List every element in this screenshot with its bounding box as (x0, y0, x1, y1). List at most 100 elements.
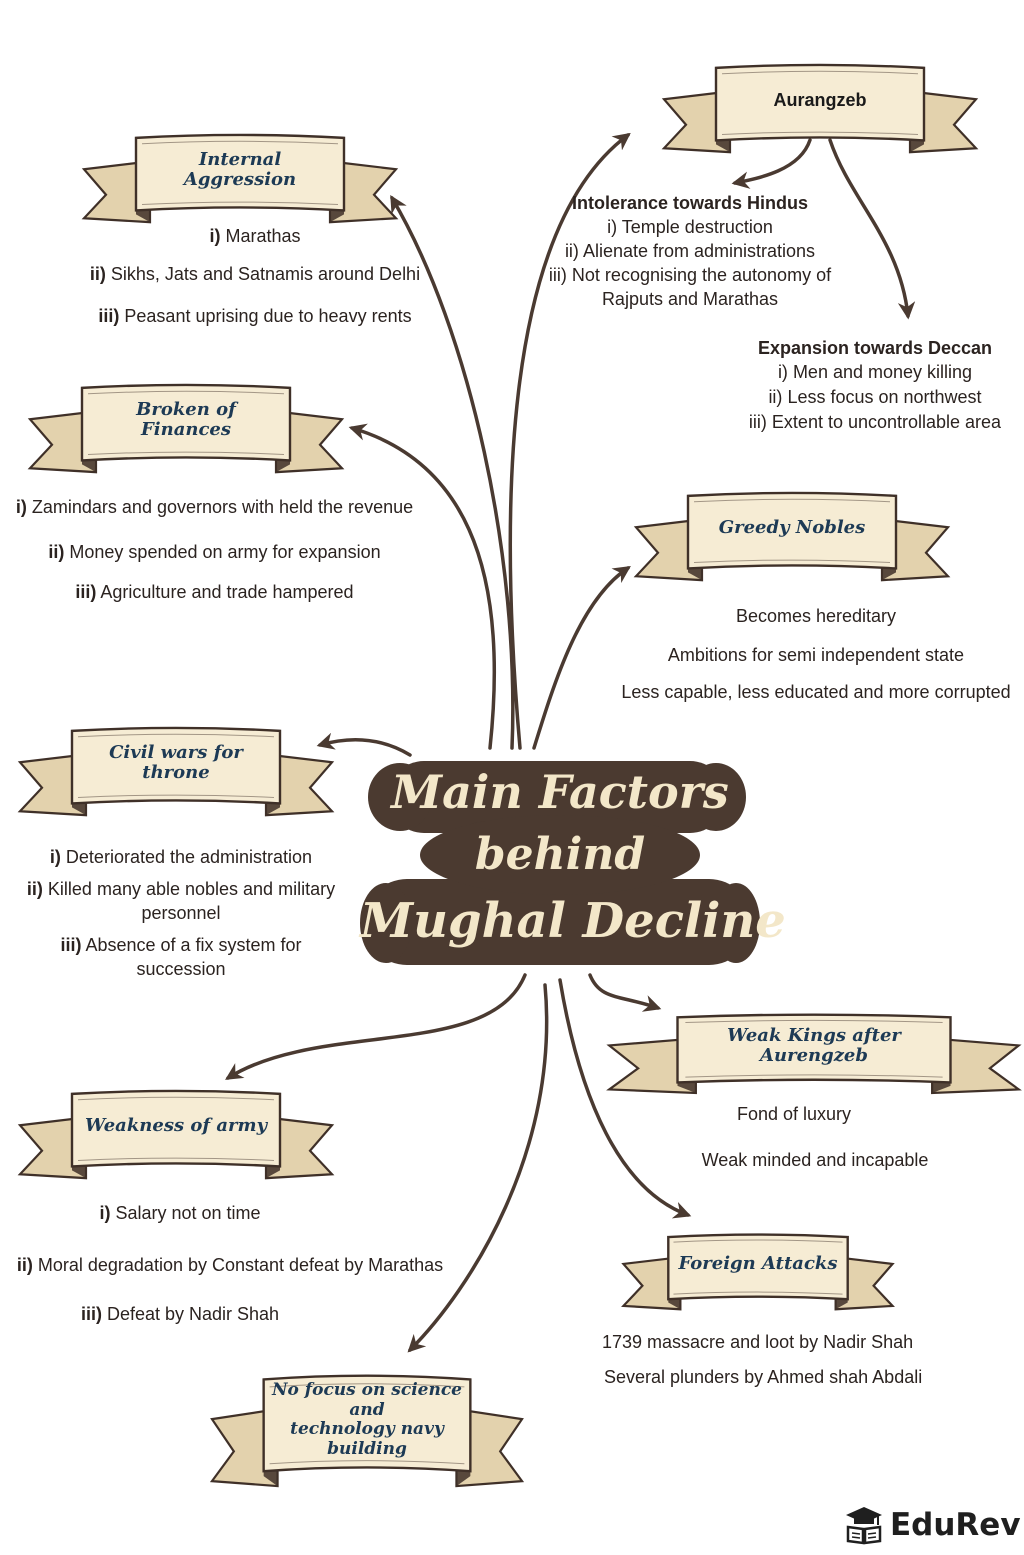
item-text: Alienate from administrations (578, 241, 816, 261)
logo-text: EduRev (890, 1507, 1021, 1543)
list-item: Becomes hereditary (735, 606, 897, 626)
center-title-line2: behind (474, 829, 646, 880)
item-number: ii) (768, 387, 783, 407)
expansion-item: iii) Extent to uncontrollable area (730, 410, 1020, 435)
banner-aurangzeb: Aurangzeb (660, 62, 980, 160)
aurangzeb-expansion-block: Expansion towards Deccan i) Men and mone… (730, 336, 1020, 435)
arrow-to-foreign-attacks (558, 978, 692, 1219)
item-number: ii) (89, 264, 106, 284)
ribbon-shape (632, 490, 952, 588)
ribbon-shape (620, 1232, 896, 1316)
item-text: Deteriorated the administration (60, 847, 313, 867)
item-number: i) (209, 226, 221, 246)
list-item: 1739 massacre and loot by Nadir Shah (602, 1332, 914, 1352)
banner-title: Broken of Finances (136, 398, 236, 441)
arrow-to-broken-finances (348, 423, 497, 750)
list-item-continuation: succession (136, 959, 226, 979)
list-item: i) Zamindars and governors with held the… (2, 495, 427, 519)
banner-weak-kings: Weak Kings after Aurengzeb (604, 1012, 1024, 1100)
list-item: iii) Defeat by Nadir Shah (0, 1302, 460, 1326)
list-item: ii) Sikhs, Jats and Satnamis around Delh… (60, 262, 450, 286)
banner-title: Weakness of army (84, 1114, 268, 1136)
item-number: i) (15, 497, 27, 517)
item-text: Peasant uprising due to heavy rents (119, 306, 412, 326)
arrow-to-weakness-army (225, 973, 527, 1080)
item-text: Moral degradation by Constant defeat by … (32, 1255, 444, 1275)
arrow-to-weak-kings (588, 973, 662, 1012)
weak-kings-list: Fond of luxury Weak minded and incapable (640, 1102, 990, 1172)
item-number: ii) (48, 542, 65, 562)
list-item: Less capable, less educated and more cor… (621, 682, 1011, 702)
item-number: i) (777, 362, 788, 382)
arrow-to-civil-wars (316, 732, 412, 757)
item-text: Money spended on army for expansion (64, 542, 381, 562)
item-number: iii) (75, 582, 97, 602)
item-number: ii) (26, 879, 43, 899)
center-title-line1: Main Factors (391, 765, 729, 819)
banner-title: Weak Kings after Aurengzeb (727, 1024, 901, 1067)
item-text: Men and money killing (787, 362, 973, 382)
arrow-to-internal-aggression (390, 194, 515, 750)
internal-aggression-list: i) Marathas ii) Sikhs, Jats and Satnamis… (60, 224, 450, 328)
banner-title-line2: technology navy building (290, 1419, 444, 1459)
item-text: Absence of a fix system for (81, 935, 302, 955)
item-number: iii) (80, 1304, 102, 1324)
civil-wars-list: i) Deteriorated the administration ii) K… (6, 845, 356, 981)
item-text: Extent to uncontrollable area (766, 412, 1002, 432)
banner-title: Foreign Attacks (678, 1253, 838, 1275)
ribbon-shape (16, 1088, 336, 1186)
ribbon-shape (604, 1012, 1024, 1100)
ribbon-shape (26, 382, 346, 480)
item-text: Zamindars and governors with held the re… (26, 497, 414, 517)
arrow-aurangzeb-to-intolerance (731, 138, 812, 189)
banner-internal-aggression: Internal Aggression (80, 132, 400, 230)
list-item-continuation: personnel (141, 903, 221, 923)
banner-science: No focus on science and technology navy … (208, 1372, 526, 1496)
item-text: Marathas (220, 226, 301, 246)
item-text: Sikhs, Jats and Satnamis around Delhi (105, 264, 421, 284)
list-item: iii) Absence of a fix system for (6, 933, 356, 957)
intolerance-continuation: Rajputs and Marathas (601, 289, 779, 309)
item-text: Salary not on time (110, 1203, 261, 1223)
intolerance-item: i) Temple destruction (520, 215, 860, 239)
ribbon-shape (208, 1372, 526, 1496)
arrow-aurangzeb-to-expansion (828, 138, 916, 320)
banner-civil-wars: Civil wars for throne (16, 725, 336, 823)
intolerance-item: iii) Not recognising the autonomy of (520, 263, 860, 287)
banner-foreign-attacks: Foreign Attacks (620, 1232, 896, 1316)
center-title-line3: Mughal Decline (360, 893, 786, 949)
item-text: Killed many able nobles and military (42, 879, 336, 899)
item-number: iii) (748, 412, 767, 432)
item-number: iii) (98, 306, 120, 326)
graduation-cap-book-icon (846, 1507, 882, 1545)
intolerance-item: ii) Alienate from administrations (520, 239, 860, 263)
intolerance-heading: Intolerance towards Hindus (571, 193, 809, 213)
list-item: Fond of luxury (737, 1104, 852, 1124)
item-number: ii) (564, 241, 579, 261)
item-text: Temple destruction (617, 217, 773, 237)
foreign-attacks-list: 1739 massacre and loot by Nadir Shah Sev… (596, 1330, 936, 1389)
list-item: Several plunders by Ahmed shah Abdali (604, 1367, 923, 1387)
expansion-item: i) Men and money killing (730, 360, 1020, 385)
weakness-army-list: i) Salary not on time ii) Moral degradat… (0, 1201, 460, 1326)
item-number: i) (49, 847, 61, 867)
list-item: i) Deteriorated the administration (6, 845, 356, 869)
item-text: Defeat by Nadir Shah (101, 1304, 280, 1324)
arrow-to-aurangzeb (508, 132, 631, 750)
greedy-nobles-list: Becomes hereditary Ambitions for semi in… (610, 604, 1022, 704)
ribbon-shape (16, 725, 336, 823)
list-item: i) Salary not on time (0, 1201, 460, 1225)
list-item: iii) Peasant uprising due to heavy rents (60, 304, 450, 328)
broken-finances-list: i) Zamindars and governors with held the… (2, 495, 427, 604)
banner-title-line1: No focus on science and (272, 1380, 462, 1420)
expansion-item: ii) Less focus on northwest (730, 385, 1020, 410)
ribbon-shape (80, 132, 400, 230)
arrow-to-greedy-nobles (532, 566, 631, 750)
list-item: ii) Moral degradation by Constant defeat… (0, 1253, 460, 1277)
banner-broken-finances: Broken of Finances (26, 382, 346, 480)
item-text: Less focus on northwest (782, 387, 982, 407)
item-text: Agriculture and trade hampered (96, 582, 354, 602)
item-number: ii) (16, 1255, 33, 1275)
center-title: Main Factors behind Mughal Decline (360, 755, 786, 970)
